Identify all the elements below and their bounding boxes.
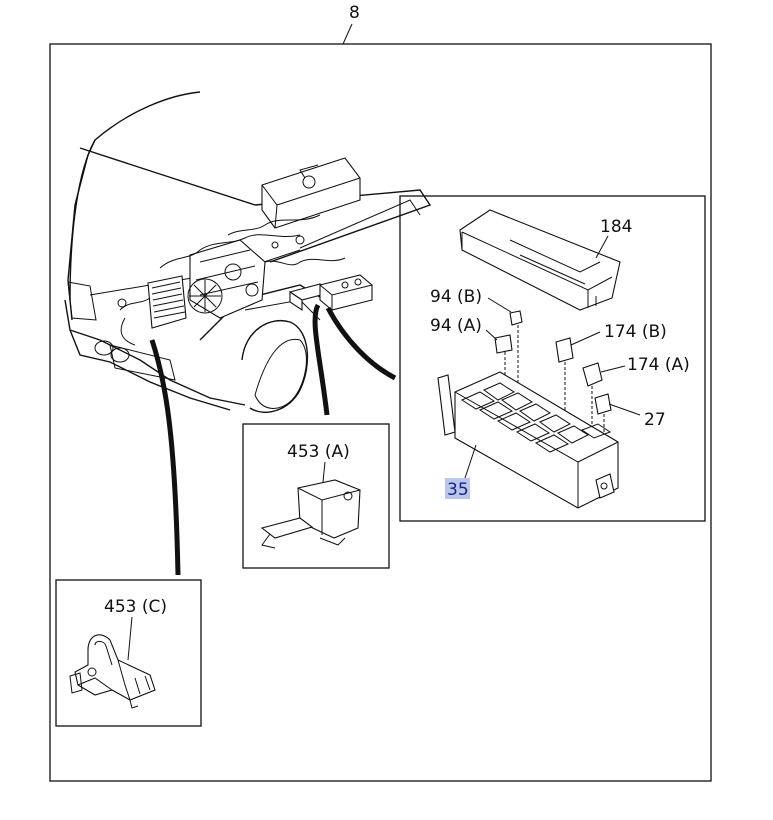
relay-27 (594, 393, 612, 415)
main-ref-label: 8 (349, 3, 360, 23)
outer-frame (49, 43, 712, 782)
label-27[interactable]: 27 (644, 410, 666, 430)
callout-line-fusebox (325, 306, 397, 381)
bracket-453a (260, 479, 361, 549)
bracket-c-frame (55, 579, 202, 727)
fusebox-detail-frame (399, 195, 706, 522)
bracket-453c (69, 634, 156, 709)
fuse-94b (509, 310, 523, 326)
leader-35 (464, 444, 477, 479)
leader-174a (600, 365, 626, 373)
selected-highlight (445, 478, 470, 499)
fuse-box-35 (437, 371, 619, 509)
leader-27 (608, 403, 641, 416)
label-174a[interactable]: 174 (A) (627, 355, 690, 375)
leader-94b (487, 297, 512, 313)
fuse-cover-184 (459, 209, 621, 311)
relay-174a (582, 362, 603, 387)
callout-line-bracket-a (312, 303, 330, 416)
label-453a[interactable]: 453 (A) (287, 442, 350, 462)
label-453c[interactable]: 453 (C) (104, 597, 167, 617)
label-35[interactable]: 35 (447, 480, 469, 500)
install-guide-lines (504, 325, 605, 440)
relay-174b (555, 337, 574, 363)
label-184[interactable]: 184 (600, 217, 632, 237)
leader-453c (127, 616, 133, 661)
label-174b[interactable]: 174 (B) (604, 322, 667, 342)
fuse-94a (494, 334, 513, 354)
main-ref-leader (342, 23, 353, 45)
leader-94a (485, 329, 498, 341)
label-94b[interactable]: 94 (B) (430, 287, 482, 307)
bracket-a-frame (242, 423, 390, 569)
vehicle-illustration (64, 91, 432, 413)
label-94a[interactable]: 94 (A) (430, 316, 482, 336)
leader-184 (595, 235, 609, 259)
callout-line-bracket-c (149, 339, 181, 576)
leader-174b (570, 331, 601, 346)
